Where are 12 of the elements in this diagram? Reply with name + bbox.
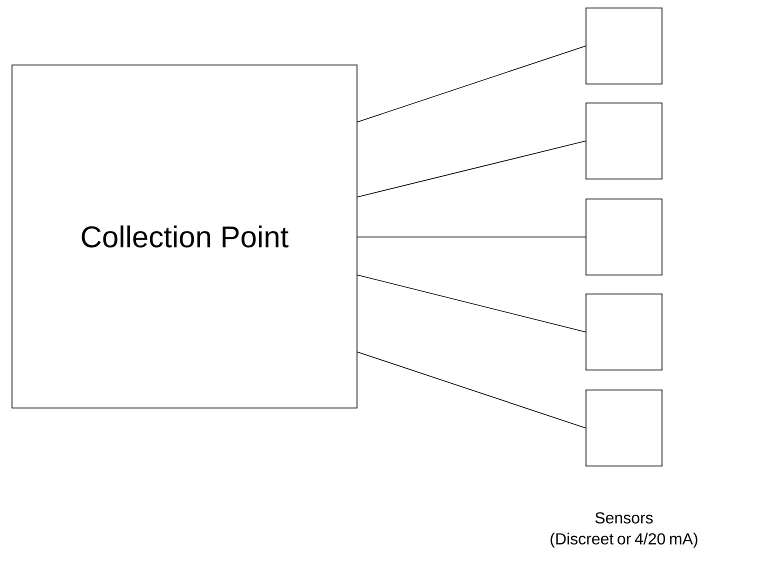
connector-line xyxy=(357,274,586,332)
sensor-box xyxy=(586,198,662,276)
sensor-box xyxy=(586,390,662,466)
caption-label: Sensors (Discreet or 4/20 mA) xyxy=(550,512,698,548)
sensor-box xyxy=(586,294,662,370)
connector-line xyxy=(357,236,586,238)
connector-line xyxy=(357,140,586,198)
connector-line xyxy=(357,352,586,428)
connector-line xyxy=(357,46,586,122)
sensor-box xyxy=(586,102,662,180)
collection-point-box: Collection Point xyxy=(12,64,358,408)
sensor-box xyxy=(586,8,662,84)
